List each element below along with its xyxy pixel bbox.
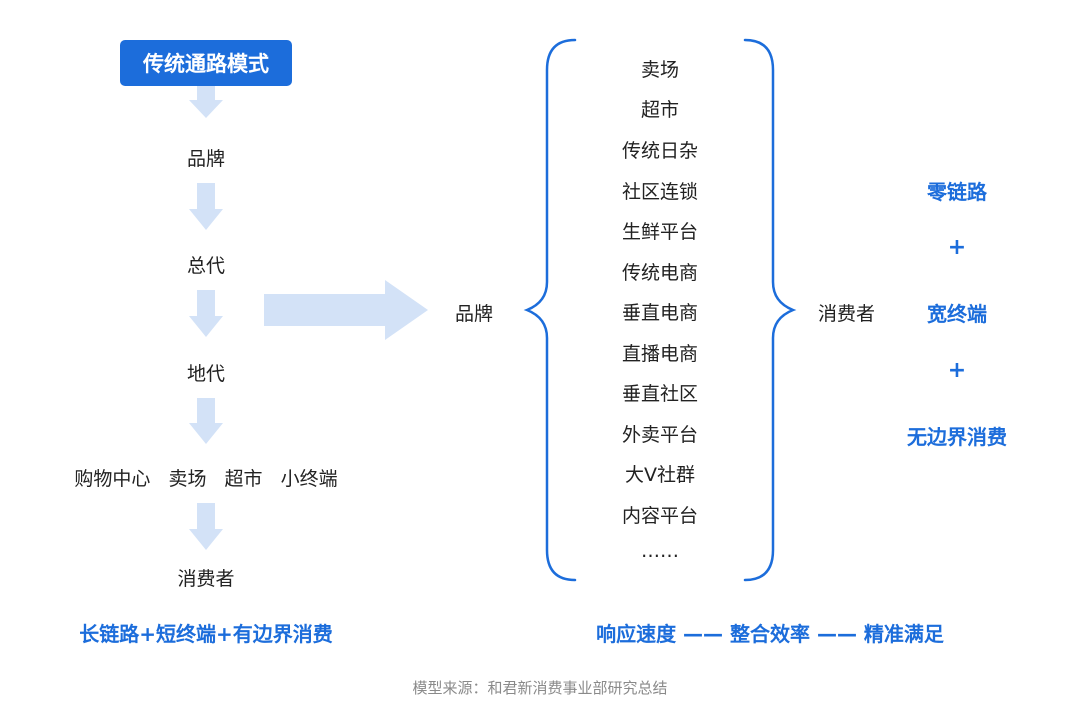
channel-item: 垂直社区 (621, 383, 699, 405)
down-arrow-2 (189, 183, 223, 230)
channel-item: 直播电商 (621, 343, 699, 365)
wide-terminal-label: 宽终端 (927, 302, 987, 326)
left-summary: 长链路+短终端+有边界消费 (79, 622, 333, 646)
down-arrow-5 (189, 503, 223, 550)
channel-item: 传统电商 (621, 262, 699, 284)
channel-item: 生鲜平台 (621, 221, 699, 243)
middle-summary: 响应速度 —— 整合效率 —— 精准满足 (596, 622, 944, 646)
channel-item: 传统日杂 (621, 140, 699, 162)
right-arrow (264, 280, 428, 340)
left-brace (523, 38, 577, 582)
left-step-brand: 品牌 (186, 148, 226, 170)
source-note: 模型来源：和君新消费事业部研究总结 (412, 679, 668, 697)
middle-consumer: 消费者 (818, 303, 876, 325)
left-step-general-agent: 总代 (186, 255, 226, 277)
right-brace (743, 38, 797, 582)
channel-item: 外卖平台 (621, 424, 699, 446)
down-arrow-4 (189, 398, 223, 444)
plus-sign: + (947, 358, 967, 383)
left-step-regional-agent: 地代 (186, 363, 226, 385)
channel-item: 内容平台 (621, 505, 699, 527)
left-step-retail-terminals: 购物中心 卖场 超市 小终端 (74, 468, 338, 490)
left-step-consumer: 消费者 (177, 568, 235, 590)
channel-item: 超市 (640, 99, 680, 121)
channel-item: 大V社群 (625, 464, 695, 486)
plus-sign: + (947, 235, 967, 260)
middle-brand: 品牌 (455, 303, 494, 325)
channel-item: …… (641, 540, 679, 562)
channel-item: 卖场 (640, 59, 680, 81)
channel-item: 垂直电商 (621, 302, 699, 324)
channel-item: 社区连锁 (621, 181, 699, 203)
down-arrow-1 (189, 86, 223, 118)
borderless-consumption-label: 无边界消费 (907, 425, 1007, 449)
traditional-channel-title: 传统通路模式 (120, 40, 292, 86)
down-arrow-3 (189, 290, 223, 337)
zero-link-label: 零链路 (927, 180, 987, 204)
